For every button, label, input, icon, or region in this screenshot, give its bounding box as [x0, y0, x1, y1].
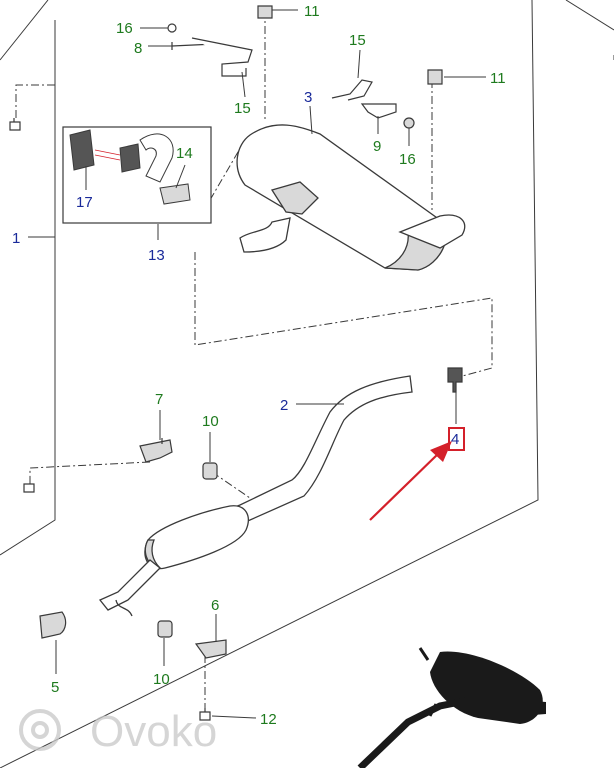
front-pipe-inlet [98, 559, 161, 611]
callout-14: 14 [176, 145, 193, 162]
bracket-9 [360, 103, 397, 119]
inset-connector-block [119, 143, 141, 173]
photo-pipe [357, 696, 471, 768]
callout-13: 13 [148, 247, 165, 264]
bolt-left-upper [9, 118, 21, 131]
leader-muffler-joint [194, 252, 493, 379]
pointer-arrow [369, 441, 452, 521]
leader-dashdot-lines [15, 10, 493, 710]
front-pipe-assembly [98, 375, 413, 617]
callout-4-highlight [448, 427, 465, 451]
callout-3: 3 [304, 89, 312, 106]
lower-hardware [23, 367, 463, 721]
callout-11b: 11 [490, 70, 506, 87]
pointer-arrow-shaft [369, 451, 441, 521]
rubber-hanger-11b [427, 69, 443, 85]
bracket-6 [194, 639, 227, 659]
photo-tailpipe [520, 700, 546, 716]
bolt-16a-head [167, 23, 177, 33]
pointer-arrow-head [430, 441, 452, 462]
callout-labels: 16 11 8 15 3 15 11 9 16 14 17 13 1 2 7 1… [12, 3, 506, 728]
leader-upper-hanger [15, 84, 55, 120]
inset-pipe-elbow [139, 133, 174, 183]
leader-lower-hanger [29, 461, 151, 488]
inset-box-13 [62, 126, 212, 224]
callout-9: 9 [373, 138, 381, 155]
frame-top-left-boundary [0, 0, 49, 61]
photo-inset [357, 647, 546, 768]
photo-hanger-arm [418, 647, 438, 717]
callout-16b: 16 [399, 151, 416, 168]
inset-clamp-14 [159, 183, 191, 205]
callout-11a: 11 [304, 3, 320, 20]
rubber-hanger-10b [157, 620, 173, 638]
callout-15b: 15 [349, 32, 366, 49]
leader-c15b [357, 49, 361, 79]
watermark-logo-ring [19, 709, 61, 751]
watermark-logo-dot [31, 721, 49, 739]
rear-muffler-heat-shield [270, 181, 319, 215]
callout-15a: 15 [234, 100, 251, 117]
bracket-15b [331, 79, 373, 101]
callout-7: 7 [155, 391, 163, 408]
frame-left-vertical [0, 20, 56, 556]
callout-2: 2 [280, 397, 288, 414]
rubber-hanger-11a [257, 5, 273, 19]
rear-muffler [236, 124, 466, 271]
callout-10b: 10 [153, 671, 170, 688]
callout-10a: 10 [202, 413, 219, 430]
leader-c15a [241, 71, 246, 98]
leader-c3 [309, 105, 313, 135]
callout-5: 5 [51, 679, 59, 696]
center-muffler-body [144, 505, 249, 570]
frame-right-vertical [0, 0, 539, 768]
bolt-12 [199, 708, 211, 721]
bracket-15a [191, 37, 253, 77]
callout-12: 12 [260, 711, 277, 728]
callout-4: 4 [451, 431, 459, 448]
callout-17: 17 [76, 194, 93, 211]
callout-leaders [28, 9, 486, 719]
callout-1: 1 [12, 230, 20, 247]
rubber-hanger-10a [202, 462, 218, 480]
leader-c12 [211, 715, 257, 719]
rear-muffler-tailpipe [398, 214, 466, 249]
callout-6: 6 [211, 597, 219, 614]
leader-hanger-10a [211, 471, 251, 499]
frame-right-top [565, 0, 614, 31]
rear-muffler-inlet-pipe [239, 217, 291, 253]
watermark-text: Ovoko [90, 707, 217, 756]
inset-red-wires [94, 149, 121, 161]
upper-hardware [9, 5, 443, 131]
leader-c14 [175, 164, 186, 189]
callout-8: 8 [134, 40, 142, 57]
clamp-5 [39, 611, 67, 639]
inset-sensor-block [69, 129, 95, 171]
nut-16b [403, 117, 415, 129]
leader-to-clamp [209, 139, 246, 201]
watermark: Ovoko [19, 707, 217, 756]
bracket-7 [139, 439, 173, 463]
sensor-4 [447, 367, 463, 393]
front-pipe-flex-bracket [115, 599, 133, 617]
bolt-left-lower [23, 483, 35, 493]
callout-16a: 16 [116, 20, 133, 37]
